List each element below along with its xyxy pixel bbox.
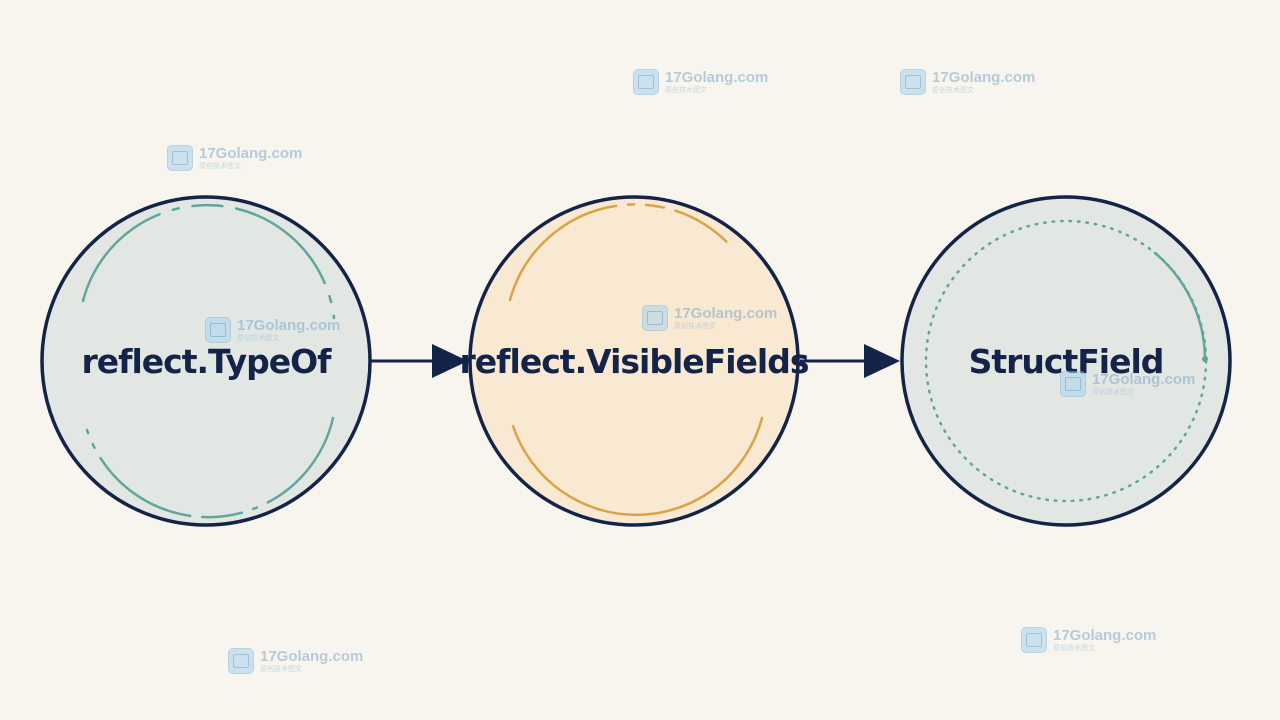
node-reflect-visiblefields: reflect.VisibleFields xyxy=(460,195,810,527)
node-label: reflect.TypeOf xyxy=(81,342,332,381)
node-accent-arc-solid xyxy=(1153,251,1207,359)
arrow-2 xyxy=(800,344,900,378)
node-circle xyxy=(468,195,800,527)
arrow-head xyxy=(864,344,900,378)
node-reflect-typeof: reflect.TypeOf xyxy=(40,195,372,527)
node-accent-arc-top xyxy=(81,203,336,320)
arrow-1 xyxy=(371,344,468,378)
node-label: StructField xyxy=(969,342,1164,381)
node-circle xyxy=(40,195,372,527)
node-circle xyxy=(900,195,1232,527)
node-accent-arc-top xyxy=(508,203,764,307)
node-label: reflect.VisibleFields xyxy=(460,342,809,381)
node-accent-dot xyxy=(1202,356,1208,362)
node-structfield: StructField xyxy=(900,195,1232,527)
node-accent-arc-bottom xyxy=(511,416,764,517)
arrow-head xyxy=(432,344,468,378)
node-accent-arc-bottom xyxy=(85,416,335,519)
